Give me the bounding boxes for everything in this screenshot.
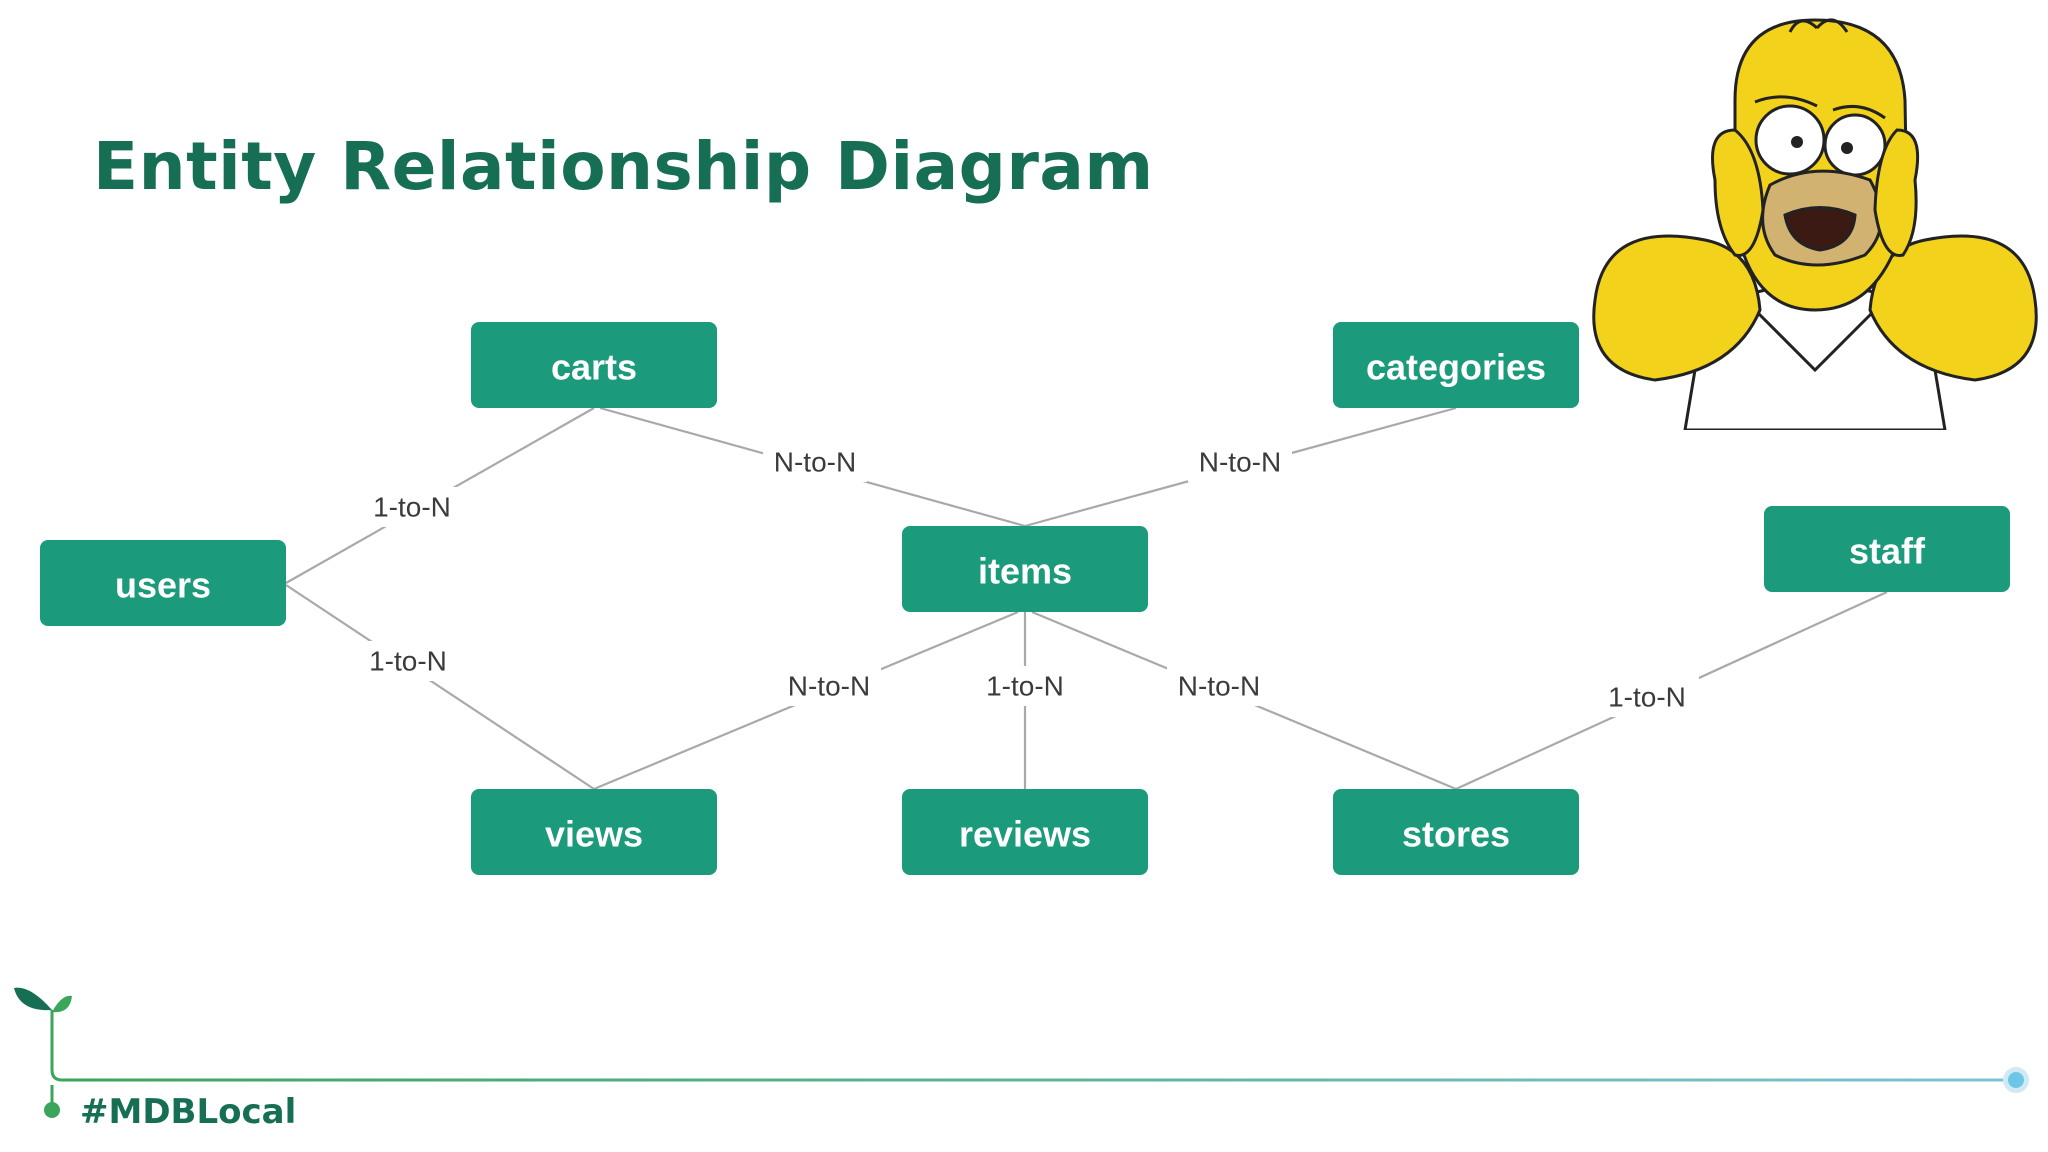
entity-label-staff: staff (1849, 531, 1926, 572)
entity-node-users: users (40, 540, 286, 626)
entity-label-carts: carts (551, 347, 637, 388)
page-title: Entity Relationship Diagram (93, 128, 1154, 205)
relationship-label-background (973, 666, 1077, 706)
relationship-label-background (1167, 666, 1271, 706)
relationship-label-background (777, 666, 881, 706)
entity-node-staff: staff (1764, 506, 2010, 592)
entity-label-reviews: reviews (959, 814, 1091, 855)
entity-label-categories: categories (1366, 347, 1546, 388)
entity-label-views: views (545, 814, 643, 855)
entity-label-users: users (115, 565, 211, 606)
relationship-label-background (360, 487, 464, 527)
entity-label-items: items (978, 551, 1072, 592)
entity-box-stores (1333, 789, 1579, 875)
entity-box-carts (471, 322, 717, 408)
relationship-label-carts-items: N-to-N (774, 447, 856, 478)
relationship-label-users-views: 1-to-N (369, 646, 447, 677)
entity-box-items (902, 526, 1148, 612)
entity-node-reviews: reviews (902, 789, 1148, 875)
entity-box-users (40, 540, 286, 626)
relationship-label-staff-stores: 1-to-N (1608, 682, 1686, 713)
entity-box-categories (1333, 322, 1579, 408)
relationship-label-background (1188, 442, 1292, 482)
relationship-line-users-views (285, 584, 595, 790)
relationship-label-background (356, 641, 460, 681)
entity-node-categories: categories (1333, 322, 1579, 408)
relationship-label-items-views: N-to-N (788, 671, 870, 702)
entity-node-carts: carts (471, 322, 717, 408)
entity-box-views (471, 789, 717, 875)
entity-node-views: views (471, 789, 717, 875)
relationship-label-users-carts: 1-to-N (373, 492, 451, 523)
dot-icon (44, 1102, 60, 1118)
relationship-labels: 1-to-N 1-to-N N-to-N N-to-N N-to-N 1-to-N N-to… (356, 442, 1699, 717)
entity-box-reviews (902, 789, 1148, 875)
relationship-label-background (1595, 677, 1699, 717)
worried-cartoon-character-icon (1592, 18, 2038, 430)
relationship-label-items-reviews: 1-to-N (986, 671, 1064, 702)
hashtag: #MDBLocal (80, 1092, 297, 1132)
entity-box-staff (1764, 506, 2010, 592)
sprout-icon (14, 987, 72, 1013)
entity-node-stores: stores (1333, 789, 1579, 875)
entity-nodes: carts categories users items staff views revie… (40, 322, 2010, 875)
relationship-label-background (763, 442, 867, 482)
entity-label-stores: stores (1402, 814, 1510, 855)
relationship-label-items-categories: N-to-N (1199, 447, 1281, 478)
entity-node-items: items (902, 526, 1148, 612)
relationship-label-items-stores: N-to-N (1178, 671, 1260, 702)
